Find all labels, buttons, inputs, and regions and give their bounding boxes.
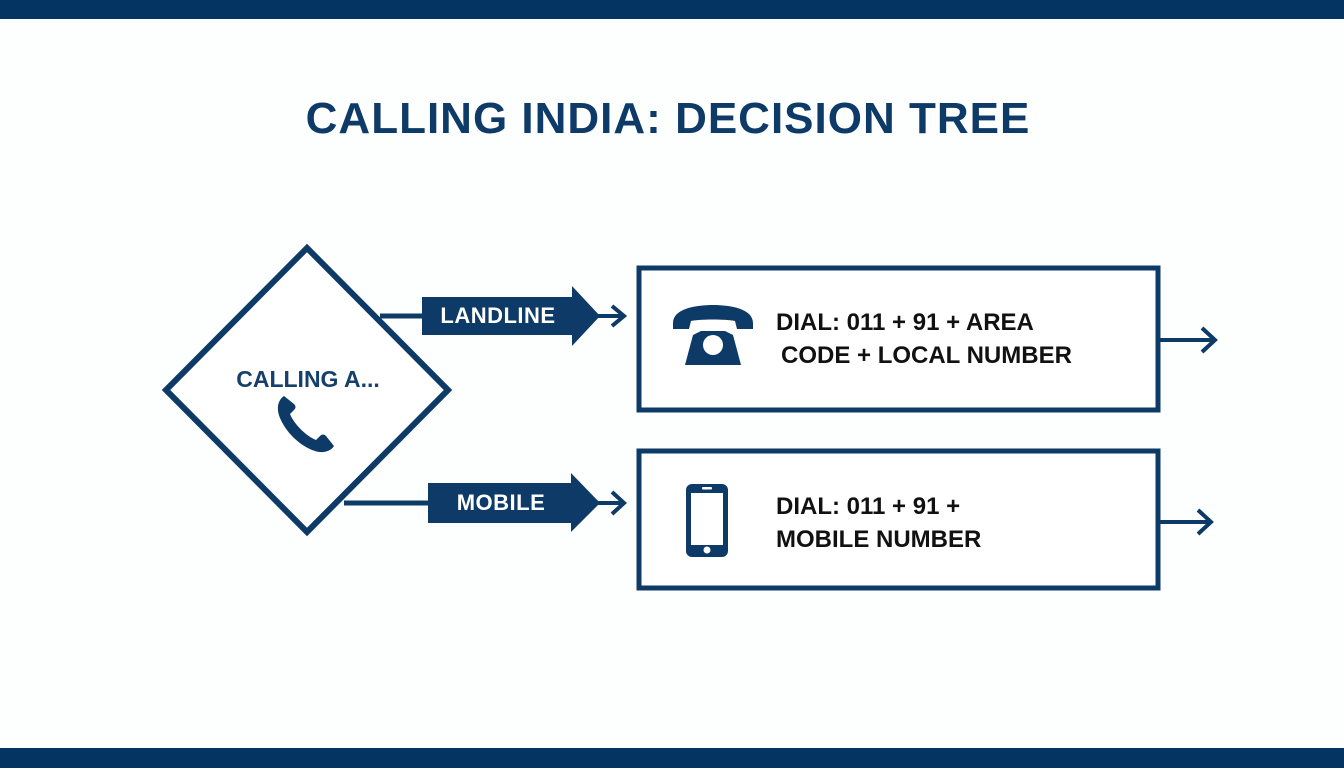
landline-next-arrow-icon: [1200, 326, 1218, 354]
bottom-banner: [0, 748, 1344, 768]
landline-arrow: [422, 286, 600, 346]
mobile-instruction-line-2: MOBILE NUMBER: [776, 526, 982, 553]
rotary-telephone-icon: [673, 305, 753, 365]
decision-diamond: [161, 243, 453, 537]
mobile-phone-icon: [686, 484, 728, 557]
page-title: CALLING INDIA: DECISION TREE: [305, 94, 1031, 143]
landline-arrowhead-icon: [610, 304, 628, 328]
branch-label-mobile: MOBILE: [456, 490, 546, 515]
mobile-arrow: [428, 473, 600, 532]
phone-handset-icon: [277, 396, 334, 453]
decision-label: CALLING A...: [236, 366, 380, 392]
landline-instruction-line-2: CODE + LOCAL NUMBER: [781, 342, 1072, 369]
top-banner: [0, 0, 1344, 19]
landline-instructions: DIAL: 011 + 91 + AREA CODE + LOCAL NUMBE…: [776, 306, 1072, 372]
landline-instruction-line-1: DIAL: 011 + 91 + AREA: [776, 309, 1034, 336]
branch-label-landline: LANDLINE: [440, 303, 556, 328]
mobile-instruction-line-1: DIAL: 011 + 91 +: [776, 493, 961, 520]
mobile-arrowhead-icon: [610, 490, 627, 516]
mobile-instructions: DIAL: 011 + 91 + MOBILE NUMBER: [776, 490, 981, 556]
mobile-next-arrow-icon: [1196, 508, 1214, 536]
